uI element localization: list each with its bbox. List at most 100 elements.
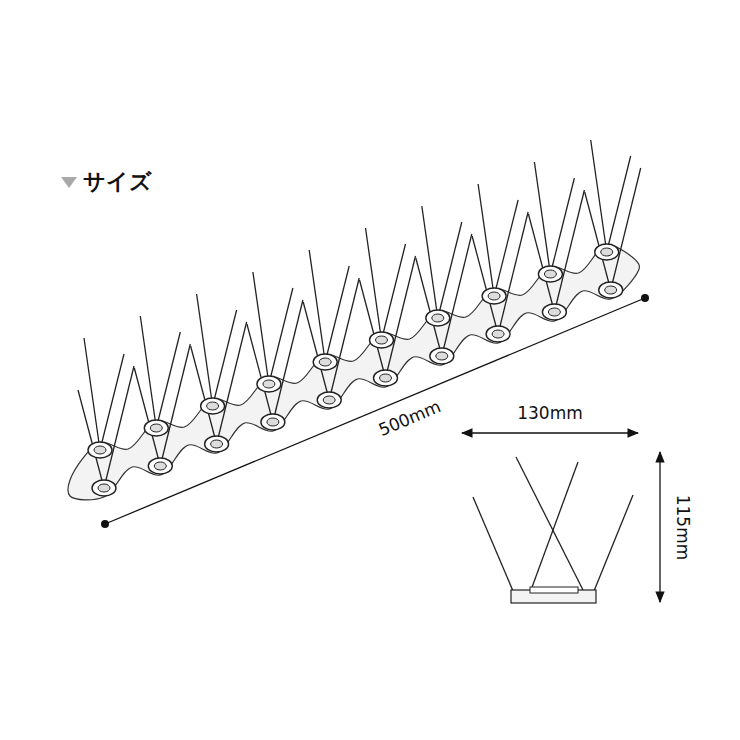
spike-wire	[478, 184, 494, 296]
spike-wire	[329, 278, 359, 400]
rivet-outer	[486, 326, 510, 342]
rivet	[317, 392, 341, 408]
rivet-outer	[201, 398, 225, 414]
rivet	[313, 354, 337, 370]
rivet-inner	[150, 424, 162, 432]
spike-wire	[534, 162, 550, 274]
spike-wire	[550, 178, 574, 274]
spike-wire	[303, 302, 329, 400]
rivet-outer	[538, 266, 562, 282]
rivet	[486, 326, 510, 342]
width-dimension-arrow	[462, 432, 638, 433]
spike-wire	[438, 222, 462, 318]
spike-wire	[217, 322, 247, 444]
rivet-inner	[432, 314, 444, 322]
spike-wire	[422, 206, 438, 318]
spike-wire	[213, 310, 237, 406]
rivet-outer	[92, 480, 116, 496]
rivet	[92, 480, 116, 496]
spike-wire	[360, 280, 386, 378]
spike-wire	[78, 390, 104, 488]
rivet	[144, 420, 168, 436]
rivet-outer	[144, 420, 168, 436]
rivet-outer	[426, 310, 450, 326]
length-dimension-line	[105, 298, 645, 524]
rivet-inner	[436, 352, 448, 360]
spike-wire	[197, 294, 213, 406]
rivet	[261, 414, 285, 430]
rivet-outer	[88, 442, 112, 458]
spike-wire	[607, 156, 631, 252]
rivet-inner	[544, 270, 556, 278]
rivet	[148, 458, 172, 474]
spike-wire	[191, 346, 217, 444]
rivet-outer	[595, 244, 619, 260]
rivet	[257, 376, 281, 392]
dimensions	[101, 294, 660, 602]
spike-wire	[253, 272, 269, 384]
spike-wire	[386, 256, 416, 378]
rivet-inner	[492, 330, 504, 338]
dimension-label: 130mm	[514, 404, 586, 423]
spike-wire	[140, 316, 156, 428]
strip-base	[68, 245, 640, 500]
spike-wire	[84, 338, 100, 450]
spike-wire	[442, 234, 472, 356]
rivet	[430, 348, 454, 364]
rivet	[538, 266, 562, 282]
rivet-outer	[482, 288, 506, 304]
rivet-outer	[542, 304, 566, 320]
rivet-inner	[263, 380, 275, 388]
spike-wire	[104, 366, 134, 488]
rivet-outer	[374, 370, 398, 386]
rivet-inner	[601, 248, 613, 256]
spike-wire	[494, 200, 518, 296]
rivet	[88, 442, 112, 458]
rivet-inner	[380, 374, 392, 382]
spike-wire	[273, 300, 303, 422]
rivet-inner	[323, 396, 335, 404]
spike-wire	[528, 214, 554, 312]
rivet-inner	[94, 446, 106, 454]
rivet-outer	[313, 354, 337, 370]
side-wire	[473, 497, 513, 591]
spike-wire	[134, 368, 160, 466]
spike-wire	[498, 212, 528, 334]
spike-wire	[269, 288, 293, 384]
spike-wire	[591, 140, 607, 252]
rivet-inner	[488, 292, 500, 300]
rivet	[599, 282, 623, 298]
rivet	[201, 398, 225, 414]
side-wire	[531, 462, 578, 590]
spike-wire	[366, 228, 382, 340]
side-rivet	[530, 587, 578, 593]
rivet-inner	[98, 484, 110, 492]
rivet-inner	[548, 308, 560, 316]
rivet-outer	[370, 332, 394, 348]
rivet-outer	[317, 392, 341, 408]
rivet-outer	[257, 376, 281, 392]
section-title: サイズ	[83, 171, 152, 193]
spike-wire	[309, 250, 325, 362]
rivet	[374, 370, 398, 386]
rivet-inner	[267, 418, 279, 426]
rivet-inner	[154, 462, 166, 470]
rivet-outer	[261, 414, 285, 430]
side-wire	[516, 457, 583, 590]
side-view	[473, 457, 633, 603]
spike-wire	[585, 192, 611, 290]
height-dimension-arrow	[659, 452, 660, 602]
rivet-inner	[207, 402, 219, 410]
rivet	[370, 332, 394, 348]
spike-wire	[416, 258, 442, 356]
rivet-outer	[205, 436, 229, 452]
side-wire	[594, 495, 633, 591]
rivet	[482, 288, 506, 304]
spike-wire	[247, 324, 273, 422]
rivet	[205, 436, 229, 452]
spike-wire	[382, 244, 406, 340]
rivet-inner	[211, 440, 223, 448]
rivet-outer	[599, 282, 623, 298]
